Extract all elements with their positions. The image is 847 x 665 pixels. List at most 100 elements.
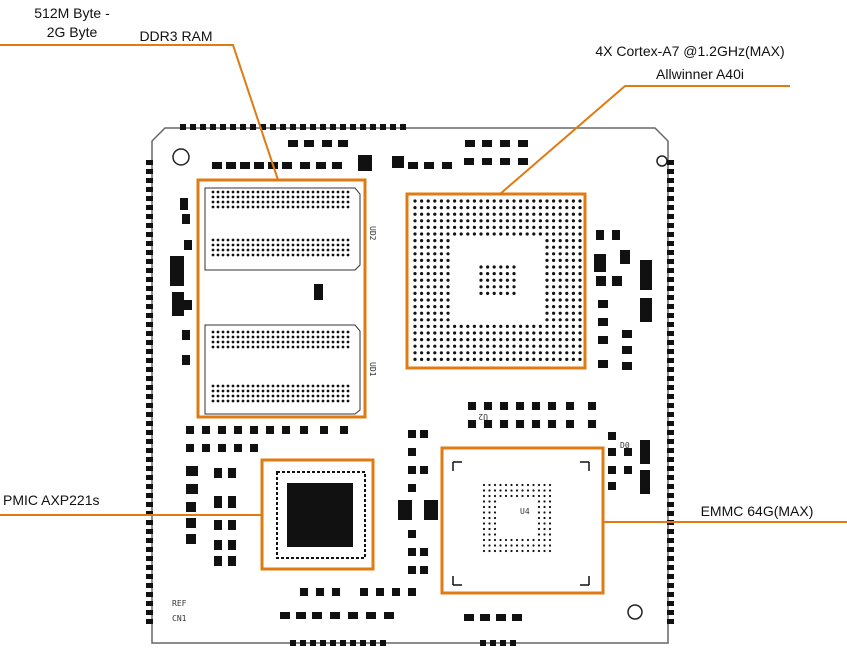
solder-ball	[505, 265, 509, 269]
solder-ball	[439, 219, 443, 223]
solder-ball	[486, 206, 490, 210]
solder-ball	[420, 357, 424, 361]
solder-ball	[251, 384, 255, 388]
solder-ball	[453, 357, 457, 361]
solder-ball	[459, 225, 463, 229]
solder-ball	[326, 394, 330, 398]
edge-pads	[146, 124, 674, 646]
smd-component	[408, 162, 418, 169]
solder-ball	[276, 384, 280, 388]
edge-pad	[667, 475, 674, 480]
solder-ball	[532, 544, 535, 547]
solder-ball	[211, 238, 215, 242]
solder-ball	[346, 394, 350, 398]
smd-component	[484, 420, 492, 428]
edge-pad	[667, 169, 674, 174]
solder-ball	[479, 199, 483, 203]
solder-ball	[505, 344, 509, 348]
solder-ball	[552, 219, 556, 223]
solder-ball	[420, 331, 424, 335]
edge-pad	[390, 124, 396, 130]
edge-pad	[667, 484, 674, 489]
edge-pad	[146, 502, 153, 507]
solder-ball	[493, 527, 497, 531]
solder-ball	[532, 206, 536, 210]
solder-ball	[565, 199, 569, 203]
solder-ball	[346, 389, 350, 393]
solder-ball	[543, 511, 546, 514]
solder-ball	[271, 248, 275, 252]
solder-ball	[565, 239, 569, 243]
solder-ball	[221, 345, 225, 349]
solder-ball	[486, 344, 490, 348]
solder-ball	[543, 494, 546, 498]
smd-component	[612, 230, 620, 240]
solder-ball	[565, 357, 569, 361]
solder-ball	[558, 272, 562, 276]
solder-ball	[433, 305, 437, 309]
solder-ball	[216, 238, 220, 242]
solder-ball	[545, 311, 549, 315]
solder-ball	[479, 338, 483, 342]
smd-component	[384, 612, 394, 619]
solder-ball	[459, 351, 463, 355]
solder-ball	[321, 335, 325, 339]
solder-ball	[486, 291, 490, 295]
solder-ball	[446, 206, 450, 210]
solder-ball	[439, 291, 443, 295]
solder-ball	[426, 245, 430, 249]
solder-ball	[472, 338, 476, 342]
solder-ball	[346, 200, 350, 204]
solder-ball	[519, 219, 523, 223]
smd-component	[640, 298, 652, 322]
solder-ball	[413, 351, 417, 355]
solder-ball	[486, 338, 490, 342]
solder-ball	[519, 225, 523, 229]
solder-ball	[482, 516, 486, 520]
solder-ball	[266, 195, 270, 199]
solder-ball	[492, 206, 496, 210]
smd-component	[640, 440, 650, 464]
smd-component	[408, 530, 416, 538]
solder-ball	[413, 232, 417, 236]
smd-component	[420, 548, 428, 556]
solder-ball	[548, 538, 552, 542]
solder-ball	[479, 219, 483, 223]
solder-ball	[346, 243, 350, 247]
solder-ball	[532, 338, 536, 342]
solder-ball	[439, 252, 443, 256]
edge-pad	[490, 640, 496, 646]
solder-ball	[479, 291, 483, 295]
silk-u2: U2	[478, 412, 488, 421]
solder-ball	[558, 357, 562, 361]
edge-pad	[350, 640, 356, 646]
solder-ball	[301, 399, 305, 403]
solder-ball	[341, 330, 345, 334]
solder-ball	[538, 206, 543, 210]
edge-pad	[300, 640, 306, 646]
solder-ball	[246, 399, 250, 403]
solder-ball	[296, 195, 300, 199]
solder-ball	[256, 195, 260, 199]
solder-ball	[504, 489, 508, 492]
edge-pad	[330, 124, 336, 130]
edge-pad	[667, 448, 674, 453]
solder-ball	[565, 258, 569, 262]
solder-ball	[504, 544, 508, 547]
solder-ball	[261, 205, 265, 209]
solder-ball	[321, 195, 325, 199]
solder-ball	[482, 500, 486, 503]
solder-ball	[426, 344, 430, 348]
solder-ball	[413, 278, 417, 282]
solder-ball	[552, 357, 556, 361]
solder-ball	[281, 340, 285, 344]
solder-ball	[479, 285, 483, 289]
edge-pad	[667, 358, 674, 363]
solder-ball	[433, 285, 437, 289]
solder-ball	[236, 190, 240, 194]
solder-ball	[261, 384, 265, 388]
solder-ball	[420, 219, 424, 223]
solder-ball	[532, 232, 536, 236]
smd-component	[186, 484, 198, 494]
solder-ball	[521, 494, 524, 498]
